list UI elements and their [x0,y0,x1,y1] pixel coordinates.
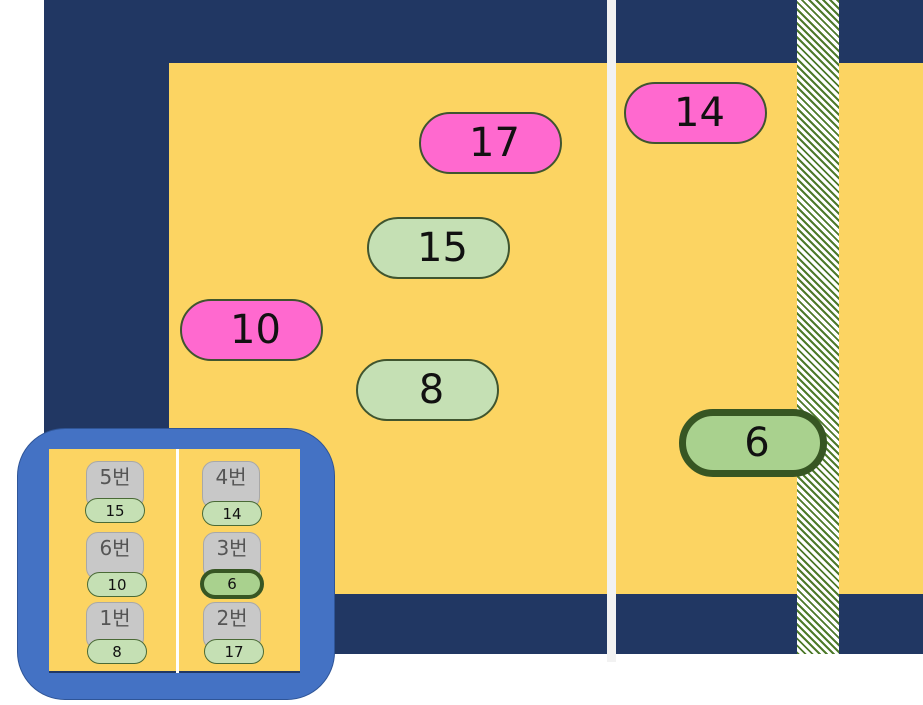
position-6-number[interactable]: 10 [87,572,147,597]
player-marker-10[interactable]: 10 [180,299,323,361]
player-marker-14[interactable]: 14 [624,82,767,144]
player-marker-17[interactable]: 17 [419,112,562,174]
net-line [607,0,616,662]
position-3-number-selected[interactable]: 6 [200,569,264,599]
position-2-number[interactable]: 17 [204,639,264,664]
position-4-number[interactable]: 14 [202,501,262,526]
position-1-number[interactable]: 8 [87,639,147,664]
player-marker-6-selected[interactable]: 6 [679,409,827,477]
rotation-mini-baseline [49,671,300,673]
rotation-mini-net [176,449,179,673]
player-marker-8[interactable]: 8 [356,359,499,421]
player-marker-15[interactable]: 15 [367,217,510,279]
hatched-line [797,0,839,654]
position-5-number[interactable]: 15 [85,498,145,523]
